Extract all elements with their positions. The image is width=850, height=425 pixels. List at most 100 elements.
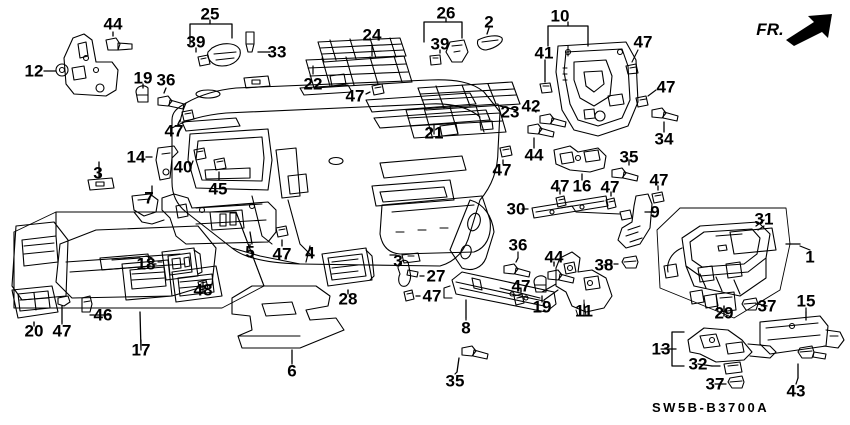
callout-17: 17 — [131, 340, 151, 360]
callout-35: 35 — [445, 371, 465, 391]
part-36a-screw — [157, 87, 185, 110]
part-19b-grommet — [533, 275, 547, 301]
part-46-clip — [81, 295, 111, 316]
part-34-bolt — [651, 107, 679, 133]
part-10-bracket — [547, 21, 639, 137]
part-28-vent — [321, 247, 375, 295]
callout-19: 19 — [133, 68, 153, 88]
callout-42: 42 — [521, 96, 541, 116]
callout-47: 47 — [492, 160, 512, 180]
callout-15: 15 — [796, 291, 816, 311]
callout-18: 18 — [136, 254, 156, 274]
callout-29: 29 — [714, 303, 734, 323]
callout-47: 47 — [511, 276, 531, 296]
part-16-bracket — [553, 145, 607, 181]
callout-28: 28 — [338, 289, 358, 309]
part-15-bracket — [759, 311, 845, 355]
callout-9: 9 — [650, 202, 660, 222]
part-47g-clip — [605, 191, 617, 210]
callout-37: 37 — [757, 296, 777, 316]
instrument-panel-main — [171, 79, 501, 271]
part-12-bracket — [43, 33, 119, 97]
part-38-nut — [613, 255, 639, 269]
callout-12: 12 — [24, 61, 44, 81]
callout-5: 5 — [245, 242, 255, 262]
part-23-grille — [417, 81, 521, 111]
callout-47: 47 — [52, 321, 72, 341]
part-47h-clip — [651, 185, 665, 204]
part-26-group — [423, 17, 469, 66]
callout-23: 23 — [500, 102, 520, 122]
callout-30: 30 — [506, 199, 526, 219]
part-47c-clip — [365, 83, 385, 96]
callout-39: 39 — [430, 34, 450, 54]
part-35a-bolt — [611, 159, 639, 182]
callout-47: 47 — [649, 170, 669, 190]
callout-47: 47 — [656, 77, 676, 97]
callout-47: 47 — [633, 32, 653, 52]
callout-16: 16 — [572, 176, 592, 196]
callout-10: 10 — [550, 6, 570, 26]
callout-47: 47 — [422, 286, 442, 306]
part-44b-bolt — [527, 123, 555, 149]
callout-34: 34 — [654, 129, 674, 149]
part-6-duct — [231, 285, 345, 363]
part-19a-grommet — [135, 83, 149, 103]
callout-32: 32 — [688, 354, 708, 374]
callout-38: 38 — [594, 255, 614, 275]
callout-24: 24 — [362, 25, 382, 45]
callout-44: 44 — [524, 145, 544, 165]
part-47i-clip — [275, 225, 289, 247]
callout-47: 47 — [550, 176, 570, 196]
fr-text: FR. — [756, 20, 784, 39]
part-18-switch — [151, 247, 209, 293]
part-11-bracket — [541, 251, 613, 317]
part-42-bolt — [533, 109, 567, 128]
callout-19: 19 — [532, 297, 552, 317]
callout-47: 47 — [164, 121, 184, 141]
part-47a-clip — [625, 49, 639, 75]
part-47e-clip — [499, 145, 513, 165]
part-22-grille — [305, 55, 413, 89]
part-13-group — [671, 327, 777, 389]
callout-21: 21 — [424, 123, 444, 143]
callout-37: 37 — [705, 374, 725, 394]
part-25-group — [189, 19, 241, 67]
callout-39: 39 — [186, 32, 206, 52]
leader-lines — [33, 43, 811, 385]
part-1-airbag-module — [656, 207, 801, 319]
callout-48: 48 — [193, 280, 213, 300]
part-35b-bolt — [456, 345, 489, 373]
part-5-crossbeam — [131, 185, 277, 245]
callout-4: 4 — [305, 243, 315, 263]
callout-44: 44 — [544, 247, 564, 267]
part-21-grille — [405, 103, 507, 139]
callout-26: 26 — [436, 3, 456, 23]
callout-41: 41 — [534, 43, 554, 63]
part-47l-screw — [57, 295, 71, 323]
part-27-rod — [397, 259, 425, 287]
callout-11: 11 — [575, 301, 593, 321]
part-2-clip — [476, 27, 503, 51]
callout-27: 27 — [426, 266, 446, 286]
part-33-pin — [243, 31, 271, 89]
part-36b-screw — [503, 257, 531, 278]
callout-20: 20 — [24, 321, 44, 341]
part-41-clip — [539, 59, 553, 94]
part-47d-clip — [177, 109, 195, 125]
callout-2: 2 — [484, 12, 494, 32]
callout-25: 25 — [200, 4, 220, 24]
callout-45: 45 — [208, 179, 228, 199]
callout-3: 3 — [393, 251, 403, 271]
callout-22: 22 — [303, 74, 323, 94]
part-47b-clip — [635, 89, 657, 108]
callout-35: 35 — [619, 147, 639, 167]
callout-36: 36 — [156, 70, 176, 90]
callout-14: 14 — [126, 147, 146, 167]
fr-arrow-icon — [786, 14, 832, 46]
callout-1: 1 — [805, 247, 815, 267]
part-20-vent — [11, 285, 59, 327]
part-40-clip — [190, 147, 207, 167]
callout-46: 46 — [93, 305, 113, 325]
